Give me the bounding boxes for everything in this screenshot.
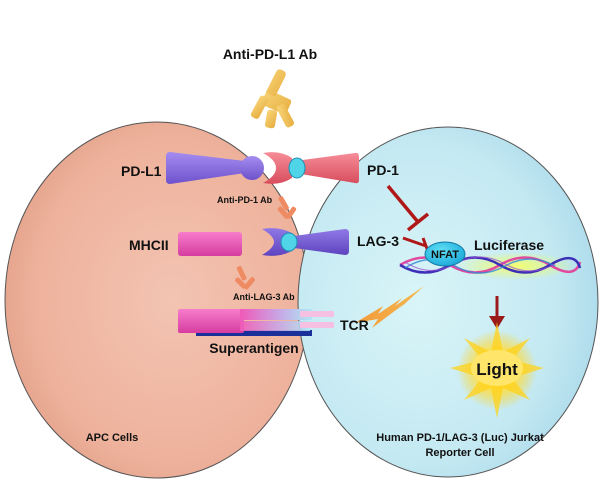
reporter-cell-label-line2: Reporter Cell	[425, 447, 494, 459]
pd-l1-receptor	[166, 152, 264, 184]
anti-pd-1-antibody-icon	[277, 196, 297, 219]
luciferase-label: Luciferase	[474, 237, 544, 253]
pd-l1-label: PD-L1	[121, 163, 162, 179]
apc-cells-label: APC Cells	[86, 432, 139, 444]
reporter-cell-label-line1: Human PD-1/LAG-3 (Luc) Jurkat	[376, 432, 544, 444]
luciferase-glow	[456, 252, 576, 280]
nfat-factor	[424, 241, 466, 267]
anti-pd-l1-ab-label: Anti-PD-L1 Ab	[223, 46, 317, 62]
pd-1-label: PD-1	[367, 162, 399, 178]
mhcii-receptor	[178, 232, 242, 256]
pd-1-receptor	[263, 152, 359, 184]
tcr-complex	[178, 309, 334, 333]
mhcii-label: MHCII	[129, 237, 169, 253]
tcr-label: TCR	[340, 317, 369, 333]
light-burst-icon	[450, 322, 544, 418]
superantigen-bar	[196, 330, 312, 336]
lag-3-label: LAG-3	[357, 233, 399, 249]
nfat-label: NFAT	[431, 249, 459, 261]
anti-lag-3-antibody-icon	[235, 266, 255, 290]
superantigen-label: Superantigen	[209, 340, 298, 356]
anti-pd-l1-antibody-icon	[250, 69, 294, 129]
anti-pd-1-ab-label: Anti-PD-1 Ab	[217, 195, 273, 205]
light-label: Light	[476, 360, 518, 379]
signal-bolt-icon	[355, 286, 424, 328]
anti-lag-3-ab-label: Anti-LAG-3 Ab	[233, 292, 295, 302]
pd-1-inhibition-arrow	[386, 184, 430, 232]
lag-3-receptor	[262, 228, 349, 256]
